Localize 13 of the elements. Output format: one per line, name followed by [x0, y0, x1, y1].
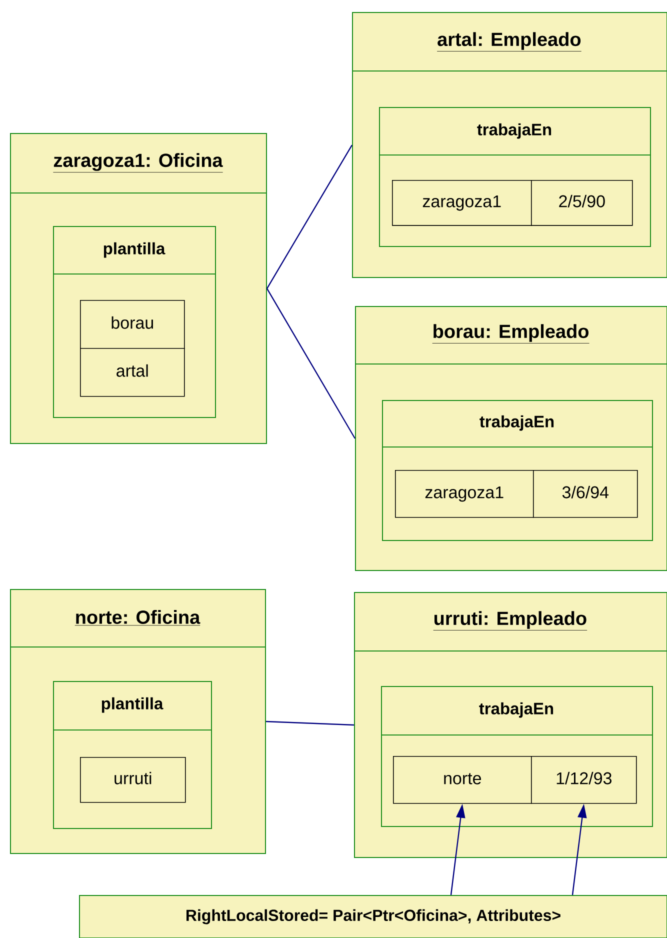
- table-cell: 3/6/94: [533, 470, 638, 518]
- table-cell: borau: [80, 300, 185, 349]
- table-cell: zaragoza1: [395, 470, 534, 518]
- table-cell: 1/12/93: [531, 756, 637, 804]
- table-cell: 2/5/90: [531, 180, 633, 226]
- connector-line: [266, 288, 356, 439]
- note-box: RightLocalStored= Pair<Ptr<Oficina>, Attributes>: [79, 895, 667, 938]
- table-cell: artal: [80, 348, 185, 397]
- connector-line: [266, 144, 353, 289]
- table-cell: urruti: [80, 757, 186, 803]
- connector-line: [266, 720, 354, 726]
- table-cell: norte: [393, 756, 532, 804]
- table-cell: zaragoza1: [392, 180, 532, 226]
